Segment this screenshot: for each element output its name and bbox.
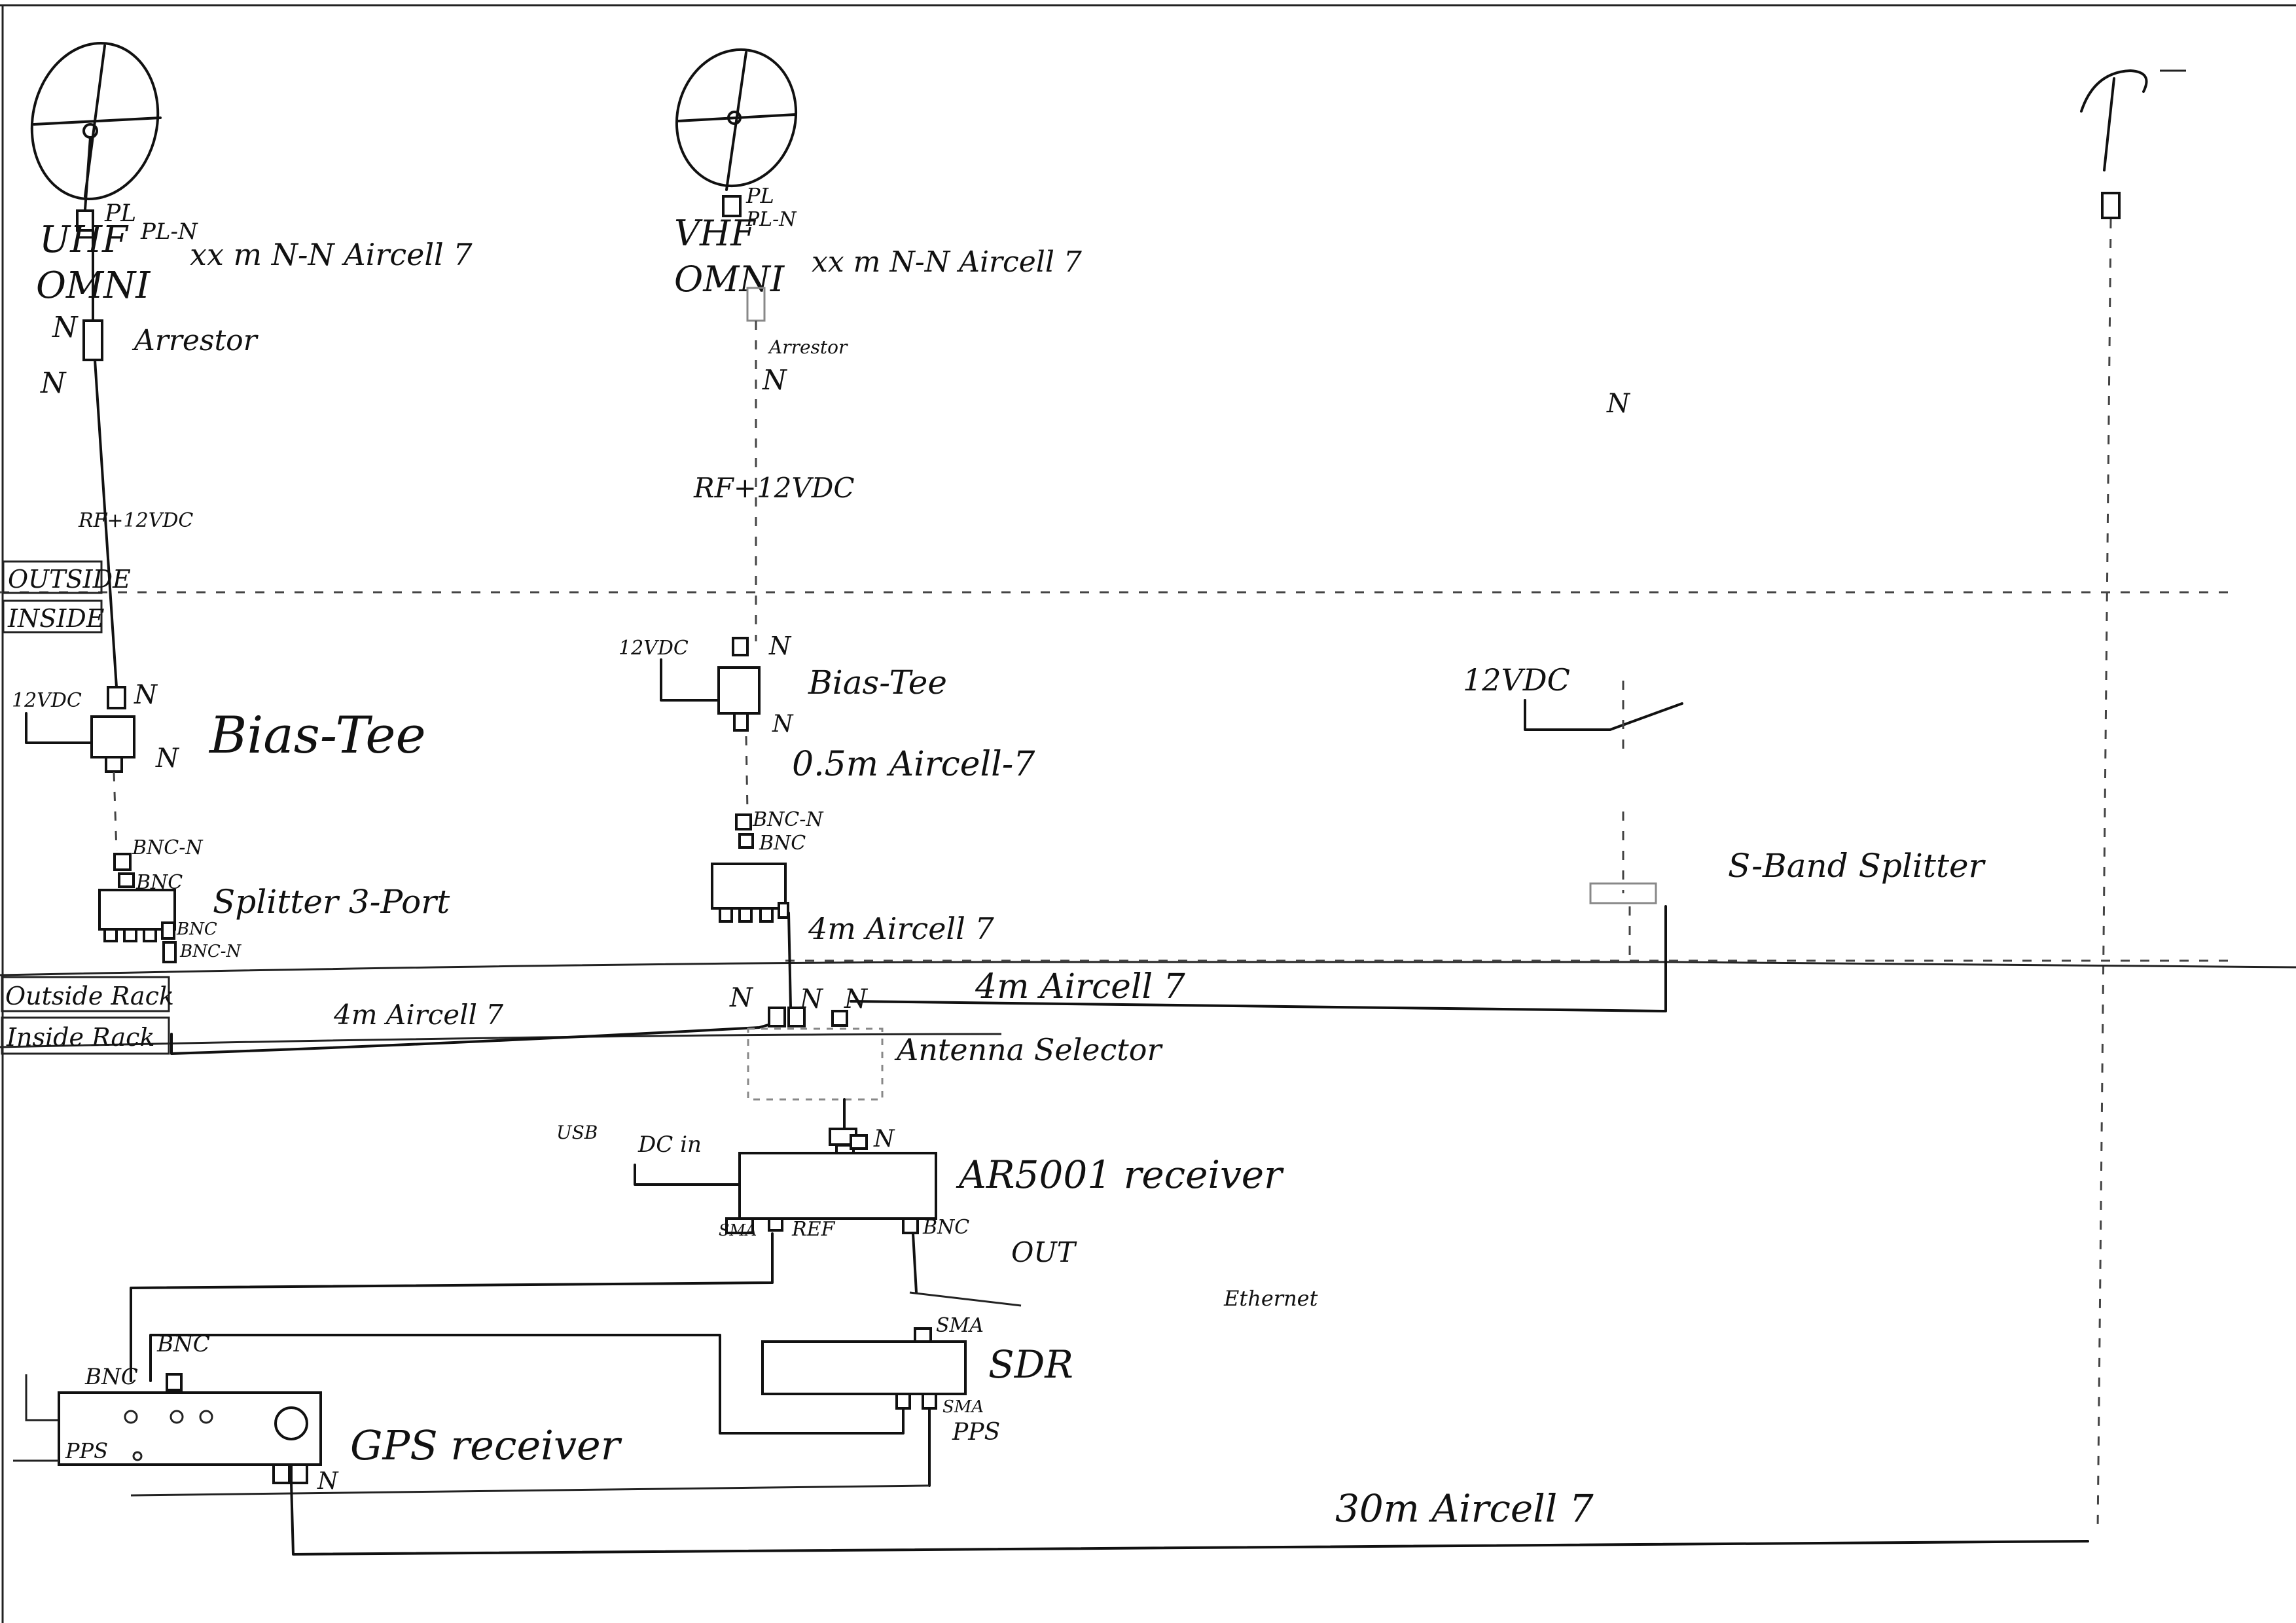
zone-outside: OUTSIDE (8, 565, 131, 594)
bias-tee-mid-label: Bias-Tee (808, 664, 947, 702)
vhf-signal: RF+12VDC (693, 472, 855, 504)
splitter-mid-conn-b: BNC (759, 832, 806, 855)
bias-tee-mid-conn-bottom: N (772, 711, 794, 738)
splitter-left-label: Splitter 3-Port (213, 883, 450, 921)
splitter-mid-conn-a: BNC-N (752, 808, 824, 831)
bias-tee-mid-dc: 12VDC (619, 637, 689, 660)
bias-tee-mid-conn-top: N (768, 632, 792, 660)
receiver-usb: USB (556, 1122, 598, 1143)
gps-ant-connector: N (317, 1468, 339, 1495)
sdr-label: SDR (988, 1342, 1073, 1387)
bias-tee-right-dc: 12VDC (1463, 662, 1570, 698)
ar5001-receiver-body (740, 1153, 936, 1219)
sband-splitter-label: S-Band Splitter (1728, 847, 1986, 885)
gps-bnc-2: BNC (84, 1364, 138, 1390)
uhf-arrestor: Arrestor (132, 324, 259, 357)
sband-connector: N (1606, 389, 1631, 419)
bias-tee-mid-body (719, 668, 759, 713)
vhf-arrestor: Arrestor (767, 336, 848, 358)
uhf-signal: RF+12VDC (78, 509, 193, 532)
sdr-ethernet: Ethernet (1223, 1286, 1318, 1311)
ar5001-receiver-label: AR5001 receiver (956, 1152, 1284, 1197)
splitter-left-conn-a: BNC-N (132, 836, 204, 859)
antenna-selector-label: Antenna Selector (894, 1032, 1163, 1067)
selector-conn-1: N (729, 983, 754, 1013)
zone-outside-rack: Outside Rack (5, 982, 174, 1010)
zone-inside-rack: Inside Rack (6, 1023, 154, 1052)
bias-tee-left-label: Bias-Tee (208, 706, 426, 765)
splitter-mid-body (712, 864, 785, 908)
cable-sband-to-selector-label: 4m Aircell 7 (975, 967, 1186, 1007)
receiver-sma: SMA (719, 1221, 757, 1240)
sdr-pps: PPS (952, 1419, 1000, 1446)
uhf-conn-n-b: N (40, 366, 67, 400)
receiver-dc-in: DC in (637, 1132, 702, 1158)
gps-receiver-label: GPS receiver (350, 1421, 622, 1469)
splitter-left-conn-d: BNC-N (179, 942, 242, 961)
uhf-name: UHF (39, 219, 129, 261)
gps-pps: PPS (65, 1438, 108, 1463)
splitter-left-conn-c: BNC (176, 919, 217, 939)
sdr-sma-top: SMA (936, 1314, 984, 1337)
receiver-bnc: BNC (922, 1216, 969, 1239)
vhf-name-omni: OMNI (674, 259, 785, 300)
bias-tee-left-body (92, 717, 134, 757)
cable-left-to-selector-label: 4m Aircell 7 (333, 999, 503, 1031)
sdr-body (762, 1342, 965, 1394)
vhf-name: VHF (674, 213, 757, 254)
receiver-ref: REF (791, 1218, 835, 1241)
uhf-conn-n-a: N (52, 311, 79, 344)
sdr-sma-bottom: SMA (942, 1397, 984, 1417)
vhf-bottom-connector: N (762, 364, 787, 396)
vhf-top-connector: PL (745, 183, 774, 208)
uhf-arrestor-body (84, 321, 102, 360)
uhf-cable-label: xx m N-N Aircell 7 (190, 237, 473, 272)
cable-gps-to-antenna-label: 30m Aircell 7 (1335, 1486, 1594, 1531)
vhf-cable-label: xx m N-N Aircell 7 (812, 245, 1082, 279)
zone-inside: INSIDE (7, 604, 105, 633)
gps-bnc-1: BNC (156, 1331, 210, 1357)
bias-tee-mid-cable: 0.5m Aircell-7 (792, 745, 1035, 784)
bias-tee-left-dc: 12VDC (12, 689, 82, 712)
splitter-mid-cable: 4m Aircell 7 (808, 911, 994, 946)
receiver-if-out: OUT (1011, 1236, 1077, 1268)
bias-tee-left-conn-side: N (155, 743, 180, 774)
receiver-conn-top: N (873, 1126, 895, 1152)
bias-tee-left-conn-top: N (134, 680, 158, 710)
